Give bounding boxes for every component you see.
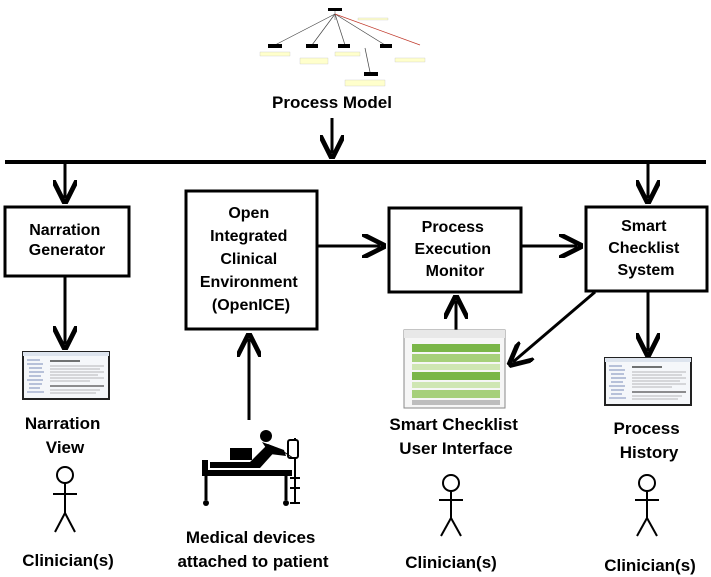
smart-checklist-system-box: Smart Checklist System bbox=[584, 205, 709, 293]
checklist-to-ui-arrow bbox=[513, 290, 596, 362]
openice-line-4: Environment bbox=[200, 274, 298, 291]
checklist-system-line-2: Checklist bbox=[608, 240, 680, 257]
narration-view-label-line-2: View bbox=[46, 438, 85, 457]
clinician-figure-2 bbox=[439, 474, 463, 537]
narration-generator-box: Narration Generator bbox=[3, 205, 131, 278]
narration-generator-line-1: Narration bbox=[29, 222, 100, 239]
clinician-figure-1 bbox=[53, 466, 77, 533]
patient-bed-illustration bbox=[202, 430, 300, 506]
checklist-system-line-3: System bbox=[618, 262, 675, 279]
process-history-label-line-2: History bbox=[620, 443, 679, 462]
narration-generator-line-2: Generator bbox=[29, 242, 105, 259]
svg-text:Open Integrated Cl: Open Integrated Clinical Environment (Op… bbox=[200, 205, 302, 314]
process-model-thumbnail bbox=[259, 8, 426, 87]
checklist-system-line-1: Smart bbox=[621, 218, 667, 235]
narration-view-label-line-1: Narration bbox=[25, 414, 101, 433]
svg-text:Process History: Process History bbox=[614, 419, 685, 462]
openice-box: Open Integrated Clinical Environment (Op… bbox=[184, 189, 319, 331]
process-model-label: Process Model bbox=[272, 93, 392, 112]
clinician-label-3: Clinician(s) bbox=[604, 556, 696, 575]
medical-devices-label-line-1: Medical devices bbox=[186, 528, 315, 547]
openice-line-5: (OpenICE) bbox=[212, 297, 290, 314]
smart-checklist-ui-label-line-2: User Interface bbox=[399, 439, 512, 458]
clinician-figure-3 bbox=[635, 474, 659, 537]
svg-text:Process Execution: Process Execution Monitor bbox=[415, 219, 496, 280]
openice-line-1: Open bbox=[228, 205, 269, 222]
clinician-label-2: Clinician(s) bbox=[405, 553, 497, 572]
svg-text:Smart Checklist User Inter: Smart Checklist User Interface bbox=[389, 415, 522, 458]
smart-checklist-ui-label-line-1: Smart Checklist bbox=[389, 415, 518, 434]
svg-text:Narration View: Narration View bbox=[25, 414, 105, 457]
openice-line-3: Clinical bbox=[220, 251, 277, 268]
process-history-thumbnail bbox=[604, 357, 692, 406]
svg-text:Smart Checklist Sy: Smart Checklist System bbox=[608, 218, 684, 279]
monitor-line-2: Execution bbox=[415, 241, 491, 258]
process-execution-monitor-box: Process Execution Monitor bbox=[387, 206, 523, 294]
process-history-label-line-1: Process bbox=[614, 419, 680, 438]
monitor-line-3: Monitor bbox=[426, 263, 485, 280]
svg-text:Medical devices attached t: Medical devices attached to patient bbox=[177, 528, 328, 571]
monitor-line-1: Process bbox=[422, 219, 484, 236]
narration-view-thumbnail bbox=[22, 351, 110, 400]
svg-text:Narration Generator: Narration Generator bbox=[29, 222, 105, 259]
smart-checklist-ui-screenshot bbox=[403, 329, 506, 409]
openice-line-2: Integrated bbox=[210, 228, 287, 245]
medical-devices-label-line-2: attached to patient bbox=[177, 552, 328, 571]
clinician-label-1: Clinician(s) bbox=[22, 551, 114, 570]
